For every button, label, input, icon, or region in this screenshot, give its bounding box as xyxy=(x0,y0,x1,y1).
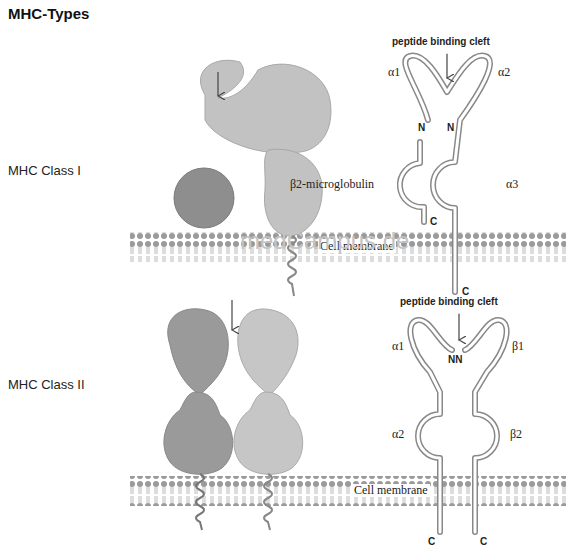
terminus-label: C xyxy=(480,536,487,547)
domain-label: β1 xyxy=(512,340,524,353)
cleft-label: peptide binding cleft xyxy=(392,36,490,47)
domain-label: α3 xyxy=(506,178,518,191)
cleft-label: peptide binding cleft xyxy=(400,296,498,307)
domain-label: α2 xyxy=(392,428,404,441)
domain-label: α2 xyxy=(498,66,510,79)
terminus-label: NN xyxy=(448,354,462,365)
domain-label: α1 xyxy=(392,340,404,353)
terminus-label: N xyxy=(447,122,454,133)
chain-label: β2-microglobulin xyxy=(290,178,374,191)
watermark: medCampus.de xyxy=(240,228,409,254)
mhc2-model xyxy=(164,300,303,530)
class-label: MHC Class I xyxy=(8,164,81,178)
terminus-label: C xyxy=(462,286,469,297)
domain-label: β2 xyxy=(510,428,522,441)
domain-label: α1 xyxy=(388,66,400,79)
terminus-label: C xyxy=(428,536,435,547)
class-label: MHC Class II xyxy=(8,378,85,392)
terminus-label: C xyxy=(430,216,437,227)
membrane-label: Cell membrane xyxy=(352,484,430,497)
mhc2-schematic xyxy=(410,314,506,532)
terminus-label: N xyxy=(418,122,425,133)
mhc1-schematic xyxy=(400,54,490,292)
diagram-title: MHC-Types xyxy=(8,6,89,23)
